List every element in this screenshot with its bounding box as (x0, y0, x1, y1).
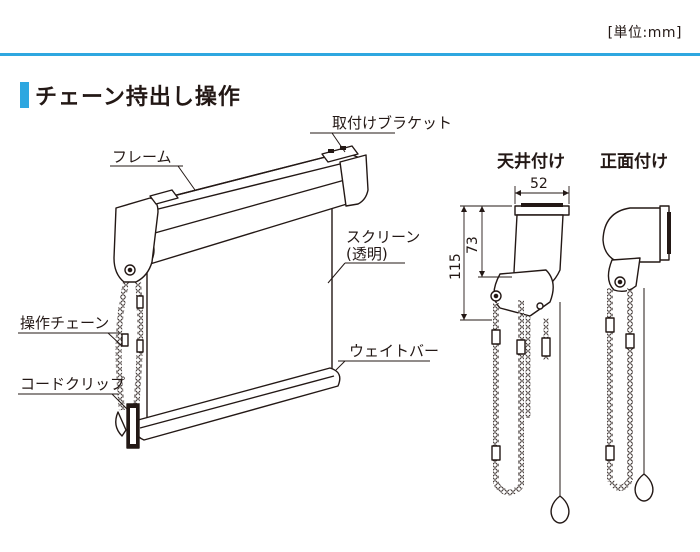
label-cord-clip: コードクリップ (20, 375, 125, 393)
title-accent-bar (20, 82, 29, 108)
chain-left (115, 281, 129, 411)
label-frame: フレーム (112, 148, 172, 166)
pull-weight (550, 495, 570, 524)
label-bracket: 取付けブラケット (332, 114, 452, 132)
label-screen: スクリーン (346, 228, 420, 246)
dim-width: 52 (530, 176, 548, 192)
ceiling-plate (514, 205, 570, 216)
dimension-lines (460, 186, 570, 321)
ceiling-mount-view (490, 203, 570, 524)
unit-label: [単位:mm] (607, 25, 682, 41)
front-mount-heading: 正面付け (600, 152, 668, 172)
section-title: チェーン持出し操作 (35, 85, 241, 110)
blind-iso-view (113, 145, 369, 449)
label-chain: 操作チェーン (20, 314, 109, 332)
header-rule (0, 53, 700, 56)
front-housing (602, 207, 661, 263)
dim-height-upper: 73 (465, 236, 481, 254)
ceiling-mount-heading: 天井付け (497, 152, 565, 172)
bracket-left (149, 189, 179, 205)
right-end-cap (339, 154, 369, 207)
leader-lines (18, 132, 430, 411)
front-pull-weight (634, 473, 654, 502)
section-heading: チェーン持出し操作 (20, 80, 241, 110)
front-mount-view (602, 205, 671, 502)
label-weight-bar: ウェイトバー (349, 342, 439, 360)
dim-height-total: 115 (448, 253, 464, 280)
label-screen-material: (透明) (346, 245, 388, 263)
